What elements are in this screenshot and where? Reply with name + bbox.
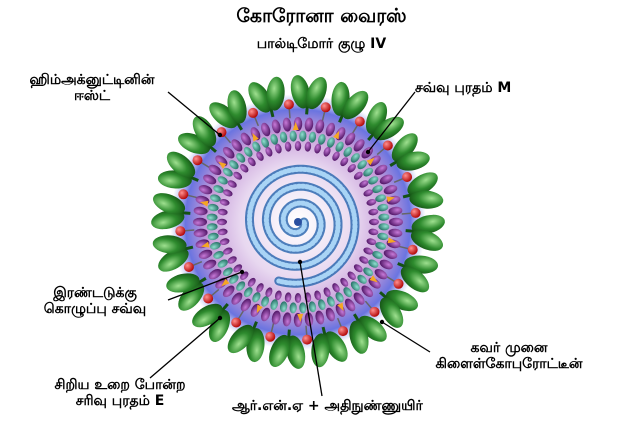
membrane-protein-m — [217, 219, 227, 225]
leader-m-dot — [366, 150, 370, 154]
he-protein — [265, 332, 275, 342]
diagram-subtitle: பால்டிமோர் குழு IV — [0, 36, 643, 52]
lipid-head-outer — [389, 218, 403, 226]
he-protein — [411, 208, 421, 218]
label-he-line1: ஹிம்அக்னுட்டினின் — [12, 72, 172, 88]
label-he-line2: ஈஸ்ட் — [12, 88, 172, 104]
leader-he-dot — [218, 133, 222, 137]
leader-e — [150, 318, 220, 378]
he-protein — [178, 189, 188, 199]
he-protein — [408, 245, 418, 255]
leader-bilayer-dot — [240, 270, 244, 274]
he-protein — [370, 307, 380, 317]
he-protein — [231, 318, 241, 328]
he-protein — [394, 279, 404, 289]
membrane-protein-m — [295, 141, 301, 151]
label-envelope-protein: சிறிய உறை போன்ற சரிவு புரதம் E — [25, 377, 215, 409]
label-e-line2: சரிவு புரதம் E — [25, 393, 215, 409]
leader-spike-dot — [380, 320, 384, 324]
label-rna-genome: ஆர்.என்.ஏ + அதிநுண்ணுயிர் — [232, 398, 423, 414]
he-protein — [302, 335, 312, 345]
he-protein — [192, 155, 202, 165]
membrane-protein-m — [369, 219, 379, 225]
label-bilayer-line2: கொழுப்பு சவ்வு — [20, 301, 170, 317]
he-protein — [203, 294, 213, 304]
rna-core — [294, 218, 302, 226]
he-protein — [383, 140, 393, 150]
he-protein — [284, 99, 294, 109]
he-protein — [321, 102, 331, 112]
he-protein — [402, 172, 412, 182]
label-lipid-bilayer: இரண்டடுக்கு கொழுப்பு சவ்வு — [20, 285, 170, 317]
label-spike-line2: கிளைள்கோபுரோட்டீன் — [414, 356, 604, 372]
he-protein — [184, 262, 194, 272]
label-membrane-protein: சவ்வு புரதம் M — [415, 80, 511, 96]
he-protein — [175, 226, 185, 236]
label-spike-line1: கவர் முனை — [414, 340, 604, 356]
he-protein — [338, 326, 348, 336]
membrane-protein-m — [295, 293, 301, 303]
label-spike-glycoprotein: கவர் முனை கிளைள்கோபுரோட்டீன் — [414, 340, 604, 372]
he-protein — [355, 116, 365, 126]
label-e-line1: சிறிய உறை போன்ற — [25, 377, 215, 393]
he-protein — [248, 108, 258, 118]
lipid-head-outer — [193, 218, 207, 226]
diagram-title: கோரோனா வைரஸ் — [0, 6, 643, 28]
leader-rna-dot — [298, 260, 302, 264]
label-bilayer-line1: இரண்டடுக்கு — [20, 285, 170, 301]
label-hemagglutinin-esterase: ஹிம்அக்னுட்டினின் ஈஸ்ட் — [12, 72, 172, 104]
leader-e-dot — [218, 316, 222, 320]
